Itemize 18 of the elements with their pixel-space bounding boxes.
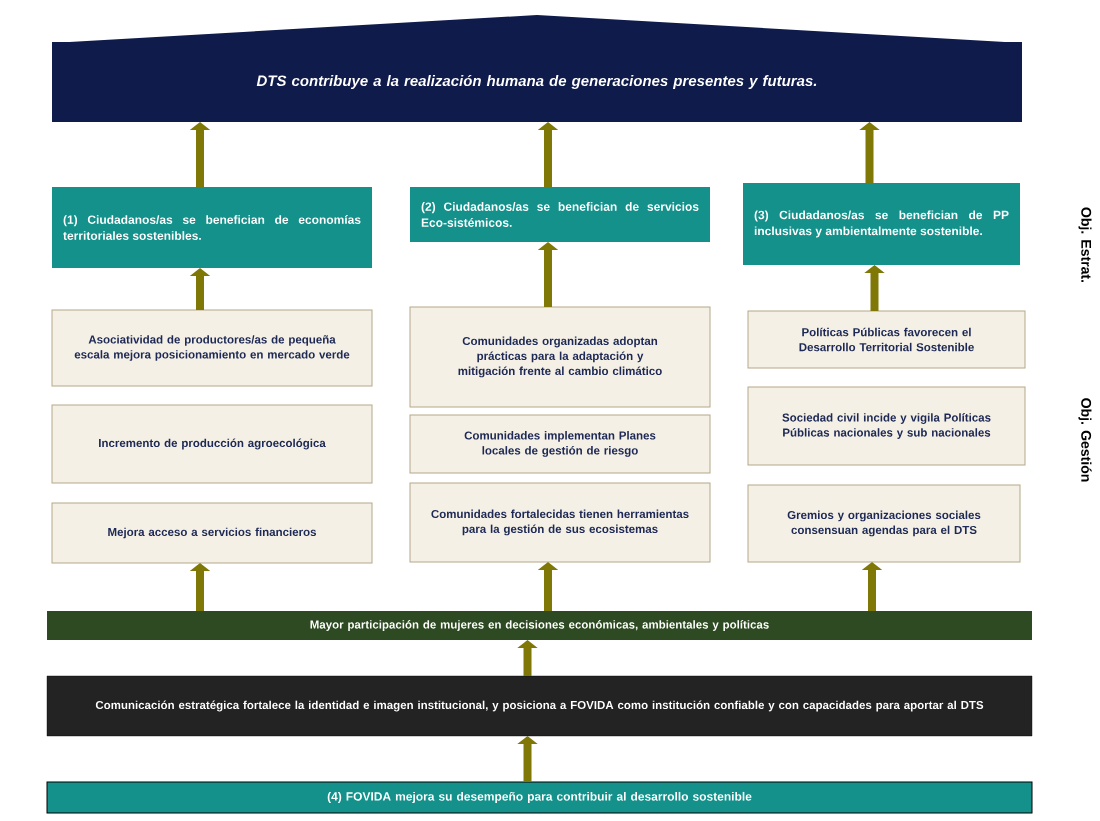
objective-box: (1) Ciudadanos/as se benefician de economías territoriales sostenibles. (52, 187, 372, 268)
result-box: Asociatividad de productores/as de pequeña escala mejora posicionamiento en mercado verde (51, 309, 373, 387)
result-box: Comunidades implementan Planes locales de gestión de riesgo (409, 414, 711, 474)
objective-box: (3) Ciudadanos/as se benefician de PP inclusivas y ambientalmente sostenible. (743, 183, 1020, 265)
banner: DTS contribuye a la realización humana de generaciones presentes y futuras. (52, 15, 1022, 122)
side-label: Obj. Gestión (1078, 398, 1092, 482)
side-label: Obj. Estrat. (1078, 207, 1092, 282)
result-box: Comunidades organizadas adoptan prácticas para la adaptación y mitigación frente al cambio climático (409, 306, 711, 408)
result-box: Incremento de producción agroecológica (51, 404, 373, 484)
objective-box: (2) Ciudadanos/as se benefician de servicios Eco-sistémicos. (410, 187, 710, 242)
band: Comunicación estratégica fortalece la identidad e imagen institucional, y posiciona a FOVIDA como institución confiable y con capacidades para aportar al DTS (46, 675, 1033, 737)
band: (4) FOVIDA mejora su desempeño para contribuir al desarrollo sostenible (46, 781, 1033, 814)
result-box: Políticas Públicas favorecen el Desarrollo Territorial Sostenible (747, 310, 1026, 369)
band: Mayor participación de mujeres en decisiones económicas, ambientales y políticas (47, 611, 1032, 640)
result-box: Comunidades fortalecidas tienen herramientas para la gestión de sus ecosistemas (409, 482, 711, 563)
result-box: Mejora acceso a servicios financieros (51, 502, 373, 564)
result-box: Sociedad civil incide y vigila Políticas Públicas nacionales y sub nacionales (747, 386, 1026, 466)
result-box: Gremios y organizaciones sociales consensuan agendas para el DTS (747, 484, 1021, 563)
